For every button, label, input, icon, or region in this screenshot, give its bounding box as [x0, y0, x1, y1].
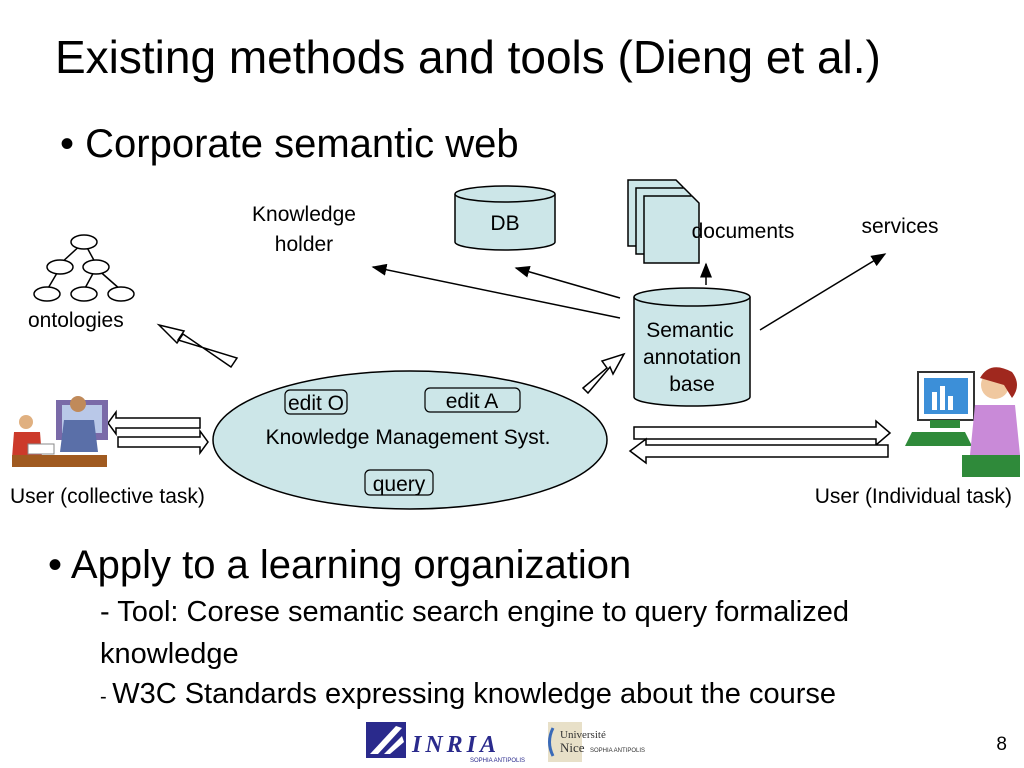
semantic-annotation-base-line3: base: [669, 373, 715, 396]
user-collective-label: User (collective task): [10, 485, 205, 508]
group-users-icon: [12, 396, 108, 467]
inria-logo-text: INRIA: [411, 732, 500, 758]
query-button[interactable]: query: [364, 469, 434, 496]
bullet-corporate-semantic-web: • Corporate semantic web: [60, 122, 519, 166]
documents-label: documents: [692, 220, 795, 243]
block-arrow-to-annotation-base: [581, 352, 626, 395]
arrow-to-services: [759, 253, 887, 331]
services-label: services: [861, 215, 938, 238]
semantic-annotation-base-cylinder: [633, 287, 751, 407]
sub-bullet-corese-line2: knowledge: [100, 638, 239, 670]
arrow-to-knowledge-holder: [371, 263, 621, 319]
db-label: DB: [490, 212, 519, 235]
edit-o-button[interactable]: edit O: [284, 389, 348, 415]
ontology-tree-icon: [33, 234, 135, 302]
edit-a-button[interactable]: edit A: [424, 387, 521, 413]
arrow-to-db: [514, 265, 621, 299]
sub-bullet-w3c-dash: -: [100, 686, 113, 708]
page-number: 8: [996, 734, 1007, 755]
sub-bullet-w3c: - W3C Standards expressing knowledge abo…: [100, 678, 836, 711]
unice-logo-name: Nice: [560, 740, 585, 755]
edit-o-label: edit O: [288, 392, 344, 415]
slide-title: Existing methods and tools (Dieng et al.…: [55, 31, 881, 83]
document-stack-icon: [627, 179, 700, 264]
knowledge-holder-label-line2: holder: [275, 233, 333, 256]
user-individual-label: User (Individual task): [815, 485, 1012, 508]
sub-bullet-w3c-text: W3C Standards expressing knowledge about…: [112, 678, 837, 710]
block-arrow-to-collective-user: [107, 409, 201, 437]
inria-logo-sub: SOPHIA ANTIPOLIS: [470, 758, 525, 764]
kms-label: Knowledge Management Syst.: [266, 426, 551, 449]
block-arrow-to-individual-user: [633, 419, 892, 447]
bullet-learning-organization: • Apply to a learning organization: [48, 543, 632, 587]
knowledge-holder-label-line1: Knowledge: [252, 203, 356, 226]
block-arrow-from-collective-user: [117, 428, 209, 456]
sub-bullet-corese-line1: - Tool: Corese semantic search engine to…: [100, 596, 850, 628]
inria-logo: INRIA SOPHIA ANTIPOLIS: [366, 722, 525, 764]
block-arrow-to-ontologies: [156, 323, 239, 369]
unice-logo-top: Université: [560, 729, 606, 741]
semantic-annotation-base-line2: annotation: [643, 346, 741, 369]
database-icon: [454, 185, 556, 251]
unice-logo: Université Nice SOPHIA ANTIPOLIS: [548, 722, 645, 762]
semantic-annotation-base-line1: Semantic: [646, 319, 734, 342]
unice-logo-sub: SOPHIA ANTIPOLIS: [590, 748, 645, 754]
query-label: query: [373, 473, 426, 496]
block-arrow-from-individual-user: [628, 437, 889, 465]
ontologies-label: ontologies: [28, 309, 124, 332]
individual-user-icon: [905, 367, 1020, 477]
edit-a-label: edit A: [446, 390, 499, 413]
